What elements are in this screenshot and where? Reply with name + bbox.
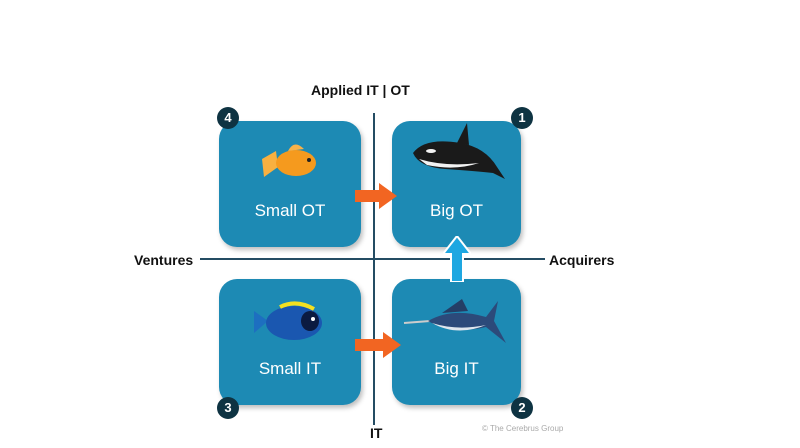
quadrant-label: Big OT [430, 201, 483, 220]
tang-fish-icon [254, 301, 322, 340]
quadrant-small-ot: Small OT [219, 121, 361, 247]
quadrant-big-ot: Big OT [392, 121, 521, 247]
arrow-up-icon [443, 236, 471, 282]
quadrant-label: Big IT [434, 359, 479, 378]
badge-4: 4 [217, 107, 239, 129]
axis-label-left: Ventures [134, 252, 194, 268]
badge-3: 3 [217, 397, 239, 419]
axis-label-top: Applied IT | OT [311, 82, 410, 98]
horizontal-axis-line [200, 258, 545, 260]
badge-1: 1 [511, 107, 533, 129]
axis-label-right: Acquirers [549, 252, 615, 268]
goldfish-icon [262, 144, 316, 177]
badge-2: 2 [511, 397, 533, 419]
copyright: © The Cerebrus Group [482, 424, 564, 433]
arrow-right-icon [355, 183, 397, 209]
marlin-icon [403, 299, 506, 343]
quadrant-label: Small IT [258, 359, 322, 378]
quadrant-big-it: Big IT [392, 279, 521, 405]
axis-label-bottom: IT [370, 425, 383, 441]
quadrant-label: Small OT [254, 201, 326, 220]
quadrant-small-it: Small IT [219, 279, 361, 405]
vertical-axis-line [373, 113, 375, 425]
arrow-right-icon [355, 332, 401, 358]
orca-icon [412, 123, 505, 179]
